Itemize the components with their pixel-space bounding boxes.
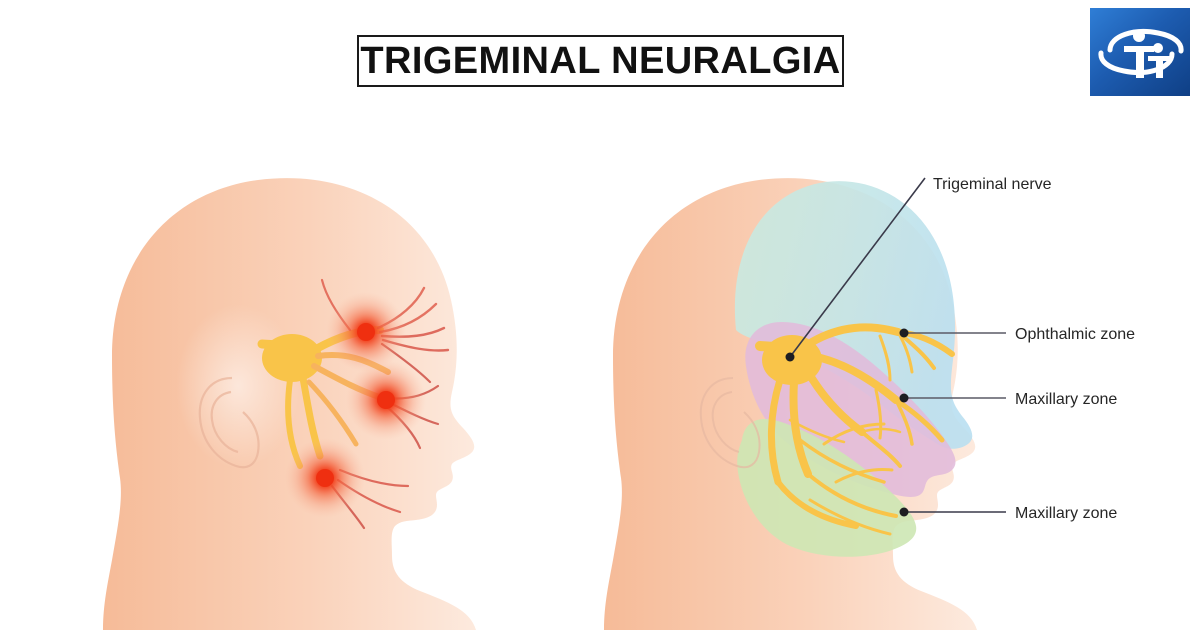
pain-points-head <box>103 178 476 630</box>
ear-outline-right <box>699 377 761 469</box>
callout-label-mandibular-zone: Maxillary zone <box>1015 505 1118 522</box>
logo-swoosh-icon <box>1098 29 1184 75</box>
callout-label-maxillary-zone: Maxillary zone <box>1015 391 1118 408</box>
ear-shade-left <box>176 304 300 468</box>
callout-dot-mandibular-zone <box>899 507 909 517</box>
pain-point-cheek <box>346 360 426 440</box>
nerve-zones-head <box>604 178 977 630</box>
callout-dot-ophthalmic-zone <box>899 328 909 338</box>
ophthalmic-zone-region <box>734 181 973 449</box>
callout-dot-maxillary-zone <box>899 393 909 403</box>
company-logo[interactable] <box>1088 6 1192 98</box>
callout-label-trigeminal-nerve: Trigeminal nerve <box>933 176 1052 193</box>
pain-point-jaw <box>285 438 365 518</box>
pain-point-forehead <box>326 292 406 372</box>
callout-dot-trigeminal-nerve <box>785 352 795 362</box>
ear-outline-left <box>198 376 260 469</box>
logo-figures-icon <box>1124 30 1170 78</box>
callout-line-trigeminal-nerve <box>789 177 926 358</box>
page-title-box: TRIGEMINAL NEURALGIA <box>357 35 844 87</box>
page-title: TRIGEMINAL NEURALGIA <box>360 40 841 82</box>
callout-lines <box>785 177 1006 517</box>
callout-label-ophthalmic-zone: Ophthalmic zone <box>1015 326 1136 343</box>
